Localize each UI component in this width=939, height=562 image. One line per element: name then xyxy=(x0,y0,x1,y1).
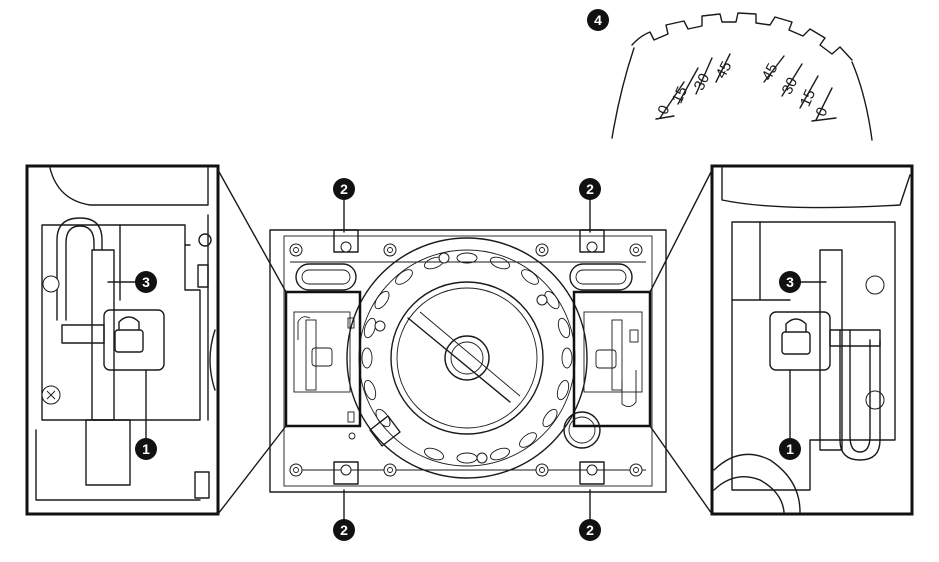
detent-slot xyxy=(197,264,209,288)
scale-left-0: 0 xyxy=(655,103,674,117)
callout-4: 4 xyxy=(587,9,609,31)
pivot-pin xyxy=(198,233,212,247)
left-lock-highlight xyxy=(284,290,362,428)
disc-perforations xyxy=(361,252,573,464)
inner-housing xyxy=(283,235,653,487)
inset-frame xyxy=(710,164,914,516)
right-lock-assembly xyxy=(583,311,643,407)
latch-tongue xyxy=(829,329,881,347)
callout-label: 1 xyxy=(142,441,150,457)
indicator-dot xyxy=(348,432,356,440)
callout-1-left: 1 xyxy=(135,438,157,460)
inner-plate xyxy=(41,224,201,421)
callout-leaders xyxy=(107,197,827,521)
housing-right-edge xyxy=(207,214,216,421)
round-port xyxy=(563,411,601,449)
shaft-inner xyxy=(450,341,484,375)
housing-top-curve xyxy=(49,167,209,206)
screw-head xyxy=(46,390,56,400)
disc-diagonal xyxy=(407,317,511,403)
round-port-inner xyxy=(568,416,596,444)
callout-2-bottom-right: 2 xyxy=(579,519,601,541)
shackle-loop xyxy=(56,217,103,321)
padlock-shackle xyxy=(785,318,807,333)
slot-left xyxy=(295,263,357,291)
inner-plate-step xyxy=(731,221,791,301)
tick xyxy=(695,57,713,95)
screw xyxy=(865,390,885,410)
tick xyxy=(815,87,833,121)
scale-right-edge xyxy=(851,61,873,141)
callout-label: 2 xyxy=(340,181,348,197)
scale-right-30: 30 xyxy=(779,75,802,97)
tick xyxy=(715,53,731,83)
inner-plate-step xyxy=(119,224,191,301)
valve-body xyxy=(269,229,667,493)
small-tab xyxy=(194,471,210,499)
lock-bar-foot xyxy=(85,419,131,486)
callout-1-right: 1 xyxy=(779,438,801,460)
inner-plate xyxy=(731,221,896,491)
callout-2-top-right: 2 xyxy=(579,178,601,200)
tick xyxy=(763,55,785,83)
angle-scale-detail: 0 15 30 45 45 30 15 0 xyxy=(611,12,873,141)
disc-pointer xyxy=(369,415,401,447)
disc-hub xyxy=(390,281,544,435)
bottom-arc xyxy=(713,453,801,513)
bottom-step xyxy=(35,429,201,501)
callout-3-right: 3 xyxy=(779,271,801,293)
callout-label: 3 xyxy=(786,274,794,290)
shackle-loop xyxy=(839,329,881,461)
right-detail-inset xyxy=(710,164,914,516)
bottom-arc-inner xyxy=(713,476,785,513)
disc-diagonal-2 xyxy=(419,311,521,397)
tick xyxy=(659,81,685,119)
gear-teeth-edge xyxy=(631,12,853,61)
callout-3-left: 3 xyxy=(135,271,157,293)
adjuster-brackets xyxy=(333,229,605,485)
callout-label: 4 xyxy=(594,12,602,28)
callout-2-bottom-left: 2 xyxy=(333,519,355,541)
right-angle-marks: 45 30 15 0 xyxy=(759,55,837,122)
callout-label: 2 xyxy=(340,522,348,538)
right-lock-highlight xyxy=(572,290,652,428)
tick xyxy=(781,63,803,97)
housing-screws xyxy=(289,243,643,477)
tick xyxy=(655,115,675,120)
tick xyxy=(799,75,819,109)
scale-left-45: 45 xyxy=(713,59,736,82)
screw xyxy=(865,275,885,295)
slot-right xyxy=(569,263,633,291)
inset-frame xyxy=(25,164,220,516)
outer-housing xyxy=(269,229,667,493)
tick xyxy=(677,67,699,105)
latch-tongue xyxy=(61,324,105,344)
shaft xyxy=(444,335,490,381)
slot-right-inner xyxy=(575,269,627,285)
scale-left-edge xyxy=(611,47,635,139)
slot-left-inner xyxy=(301,269,351,285)
housing-top-curve xyxy=(721,167,911,209)
padlock-body xyxy=(114,329,144,353)
left-lock-assembly xyxy=(293,311,355,423)
padlock-body xyxy=(781,331,811,355)
lock-bar xyxy=(819,249,843,451)
padlock-shackle xyxy=(118,316,140,331)
callout-label: 1 xyxy=(786,441,794,457)
left-angle-marks: 0 15 30 45 xyxy=(655,53,736,120)
disc-hub-inner xyxy=(396,287,538,429)
tick xyxy=(811,117,837,122)
zoom-leader-lines xyxy=(217,169,713,515)
callout-label: 3 xyxy=(142,274,150,290)
disc-outer-ring xyxy=(346,237,588,479)
callout-label: 2 xyxy=(586,181,594,197)
callout-2-top-left: 2 xyxy=(333,178,355,200)
left-detail-inset xyxy=(25,164,220,516)
screw xyxy=(42,275,60,293)
callout-label: 2 xyxy=(586,522,594,538)
